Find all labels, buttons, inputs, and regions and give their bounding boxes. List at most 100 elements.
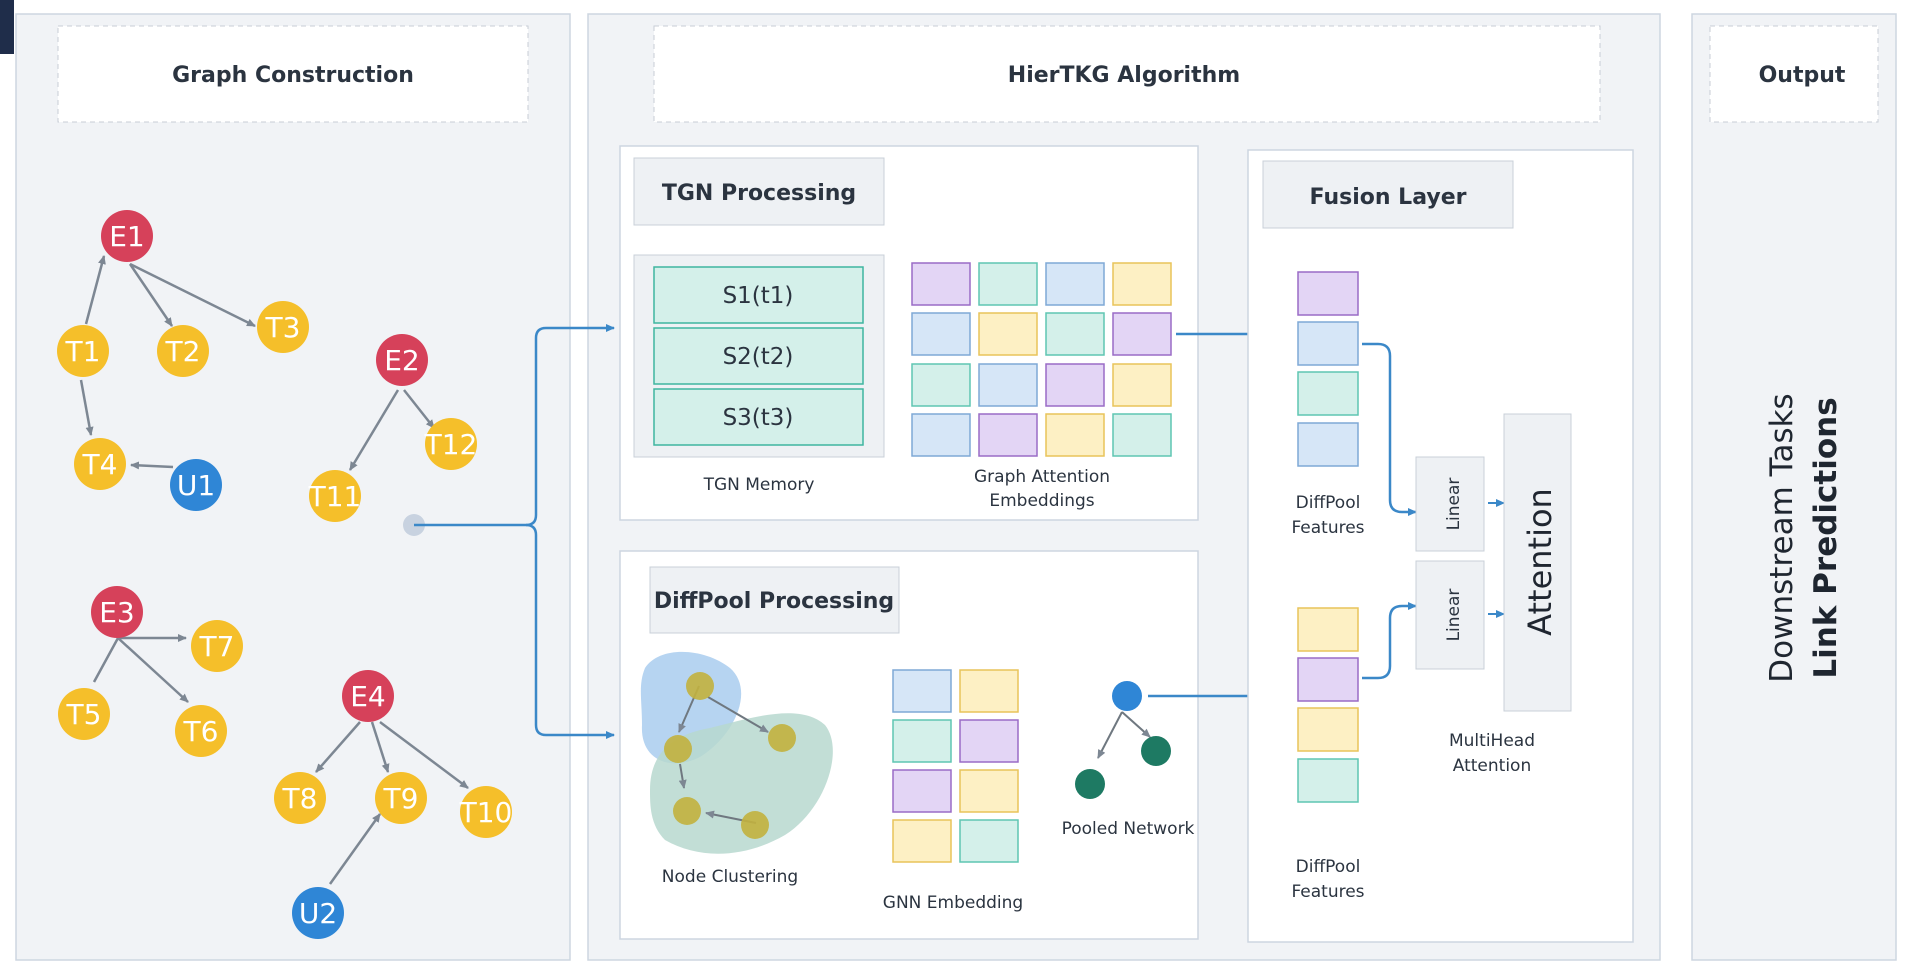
svg-text:E4: E4 (350, 680, 386, 713)
output-header-box (1709, 25, 1879, 123)
pooled-network (1075, 681, 1171, 799)
node-u2: U2 (292, 887, 344, 939)
linear-box-top (1415, 456, 1485, 552)
fusion-title-box (1262, 160, 1514, 229)
output-title: Output (1759, 63, 1846, 88)
fusion-bottom-features-label-2: Features (1291, 882, 1364, 902)
svg-text:T5: T5 (66, 698, 102, 731)
gnn-embedding-grid (892, 669, 1019, 863)
node-e3: E3 (91, 586, 143, 638)
svg-text:S1(t1): S1(t1) (723, 283, 794, 309)
node-t8: T8 (274, 772, 326, 824)
flow-to-diffpool (525, 523, 615, 739)
linear-box-bottom (1415, 560, 1485, 670)
node-t7: T7 (191, 620, 243, 672)
corner-mark (0, 0, 14, 54)
node-t12: T12 (424, 418, 478, 470)
svg-text:E3: E3 (99, 596, 135, 629)
graph-construction-title: Graph Construction (172, 63, 414, 88)
fusion-feature-stack-bottom (1297, 607, 1359, 803)
edge-u2-t9 (328, 813, 382, 885)
fusion-top-features-label-2: Features (1291, 518, 1364, 538)
edge-u1-t4 (130, 461, 174, 470)
fusion-bottom-features-label-1: DiffPool (1296, 857, 1361, 877)
multihead-label-1: MultiHead (1449, 731, 1535, 751)
fusion-title: Fusion Layer (1310, 185, 1467, 210)
svg-text:E2: E2 (384, 344, 420, 377)
attention-box (1503, 413, 1572, 712)
node-e2: E2 (376, 334, 428, 386)
graph-construction-header-box (57, 25, 529, 123)
flow-top-to-linear (1362, 342, 1417, 516)
edge-e4-t9 (370, 721, 390, 773)
flow-bottom-to-linear (1362, 602, 1417, 680)
svg-text:T8: T8 (282, 782, 318, 815)
output-link-predictions: Link Predictions (1808, 397, 1844, 678)
edge-e2-t12 (403, 389, 435, 429)
node-t9: T9 (375, 772, 427, 824)
svg-text:T10: T10 (459, 796, 513, 829)
svg-text:T11: T11 (308, 480, 362, 513)
edge-e2-t11 (348, 389, 400, 471)
node-t5: T5 (58, 688, 110, 740)
linear-label-top: Linear (1444, 478, 1464, 531)
svg-text:T2: T2 (165, 335, 201, 368)
gnn-embedding-label: GNN Embedding (883, 893, 1023, 913)
node-e1: E1 (101, 210, 153, 262)
attention-label: Attention (1521, 488, 1559, 636)
svg-text:T12: T12 (424, 428, 478, 461)
fusion-feature-stack-top (1297, 271, 1359, 467)
node-clustering-illustration (640, 651, 833, 854)
multihead-label-2: Attention (1453, 756, 1531, 776)
pooled-network-label: Pooled Network (1062, 819, 1195, 839)
memory-cell-s2 (653, 327, 864, 385)
svg-text:U1: U1 (177, 469, 215, 502)
svg-text:E1: E1 (109, 220, 145, 253)
node-t1: T1 (57, 325, 109, 377)
svg-text:T1: T1 (65, 335, 101, 368)
node-t11: T11 (308, 470, 362, 522)
algorithm-title: HierTKG Algorithm (1008, 63, 1240, 88)
edge-e1-t2 (128, 263, 174, 327)
svg-text:T9: T9 (383, 782, 419, 815)
edge-e3-t6 (117, 637, 189, 703)
edge-e4-t10 (379, 721, 469, 789)
svg-text:S2(t2): S2(t2) (723, 344, 794, 370)
diffpool-title-box (649, 566, 900, 634)
edge-e4-t8 (315, 721, 361, 773)
svg-text:U2: U2 (299, 897, 337, 930)
svg-text:T7: T7 (199, 630, 235, 663)
node-clustering-label: Node Clustering (662, 867, 798, 887)
node-u1: U1 (170, 459, 222, 511)
graph-nodes: E1 T1 T2 T3 T4 U1 E2 T11 T12 E3 T7 T5 T6… (57, 210, 512, 939)
diffpool-title: DiffPool Processing (654, 589, 894, 614)
edge-e1-t3 (129, 262, 256, 328)
svg-text:S3(t3): S3(t3) (723, 405, 794, 431)
output-downstream-tasks: Downstream Tasks (1764, 393, 1800, 682)
node-t4: T4 (74, 438, 126, 490)
node-t6: T6 (175, 705, 227, 757)
tgn-title-box (633, 157, 885, 226)
graph-edges (79, 255, 469, 885)
memory-cell-s1 (653, 266, 864, 324)
algorithm-header-box (653, 25, 1601, 123)
edge-t1-t4 (79, 379, 94, 436)
edge-e3-t5 (92, 637, 120, 683)
tgn-memory-label: TGN Memory (703, 475, 815, 495)
node-t10: T10 (459, 786, 513, 838)
node-t2: T2 (157, 325, 209, 377)
edge-t1-e1 (84, 255, 106, 325)
output-panel (1691, 13, 1897, 961)
svg-text:T6: T6 (183, 715, 219, 748)
svg-text:T4: T4 (82, 448, 118, 481)
linear-label-bottom: Linear (1444, 589, 1464, 642)
memory-cell-s3 (653, 388, 864, 446)
tgn-title: TGN Processing (662, 181, 856, 206)
node-e4: E4 (342, 670, 394, 722)
graph-attention-grid (911, 262, 1172, 457)
fusion-top-features-label-1: DiffPool (1296, 493, 1361, 513)
node-t3: T3 (257, 301, 309, 353)
svg-text:T3: T3 (265, 311, 301, 344)
graph-attention-label-2: Embeddings (989, 491, 1094, 511)
